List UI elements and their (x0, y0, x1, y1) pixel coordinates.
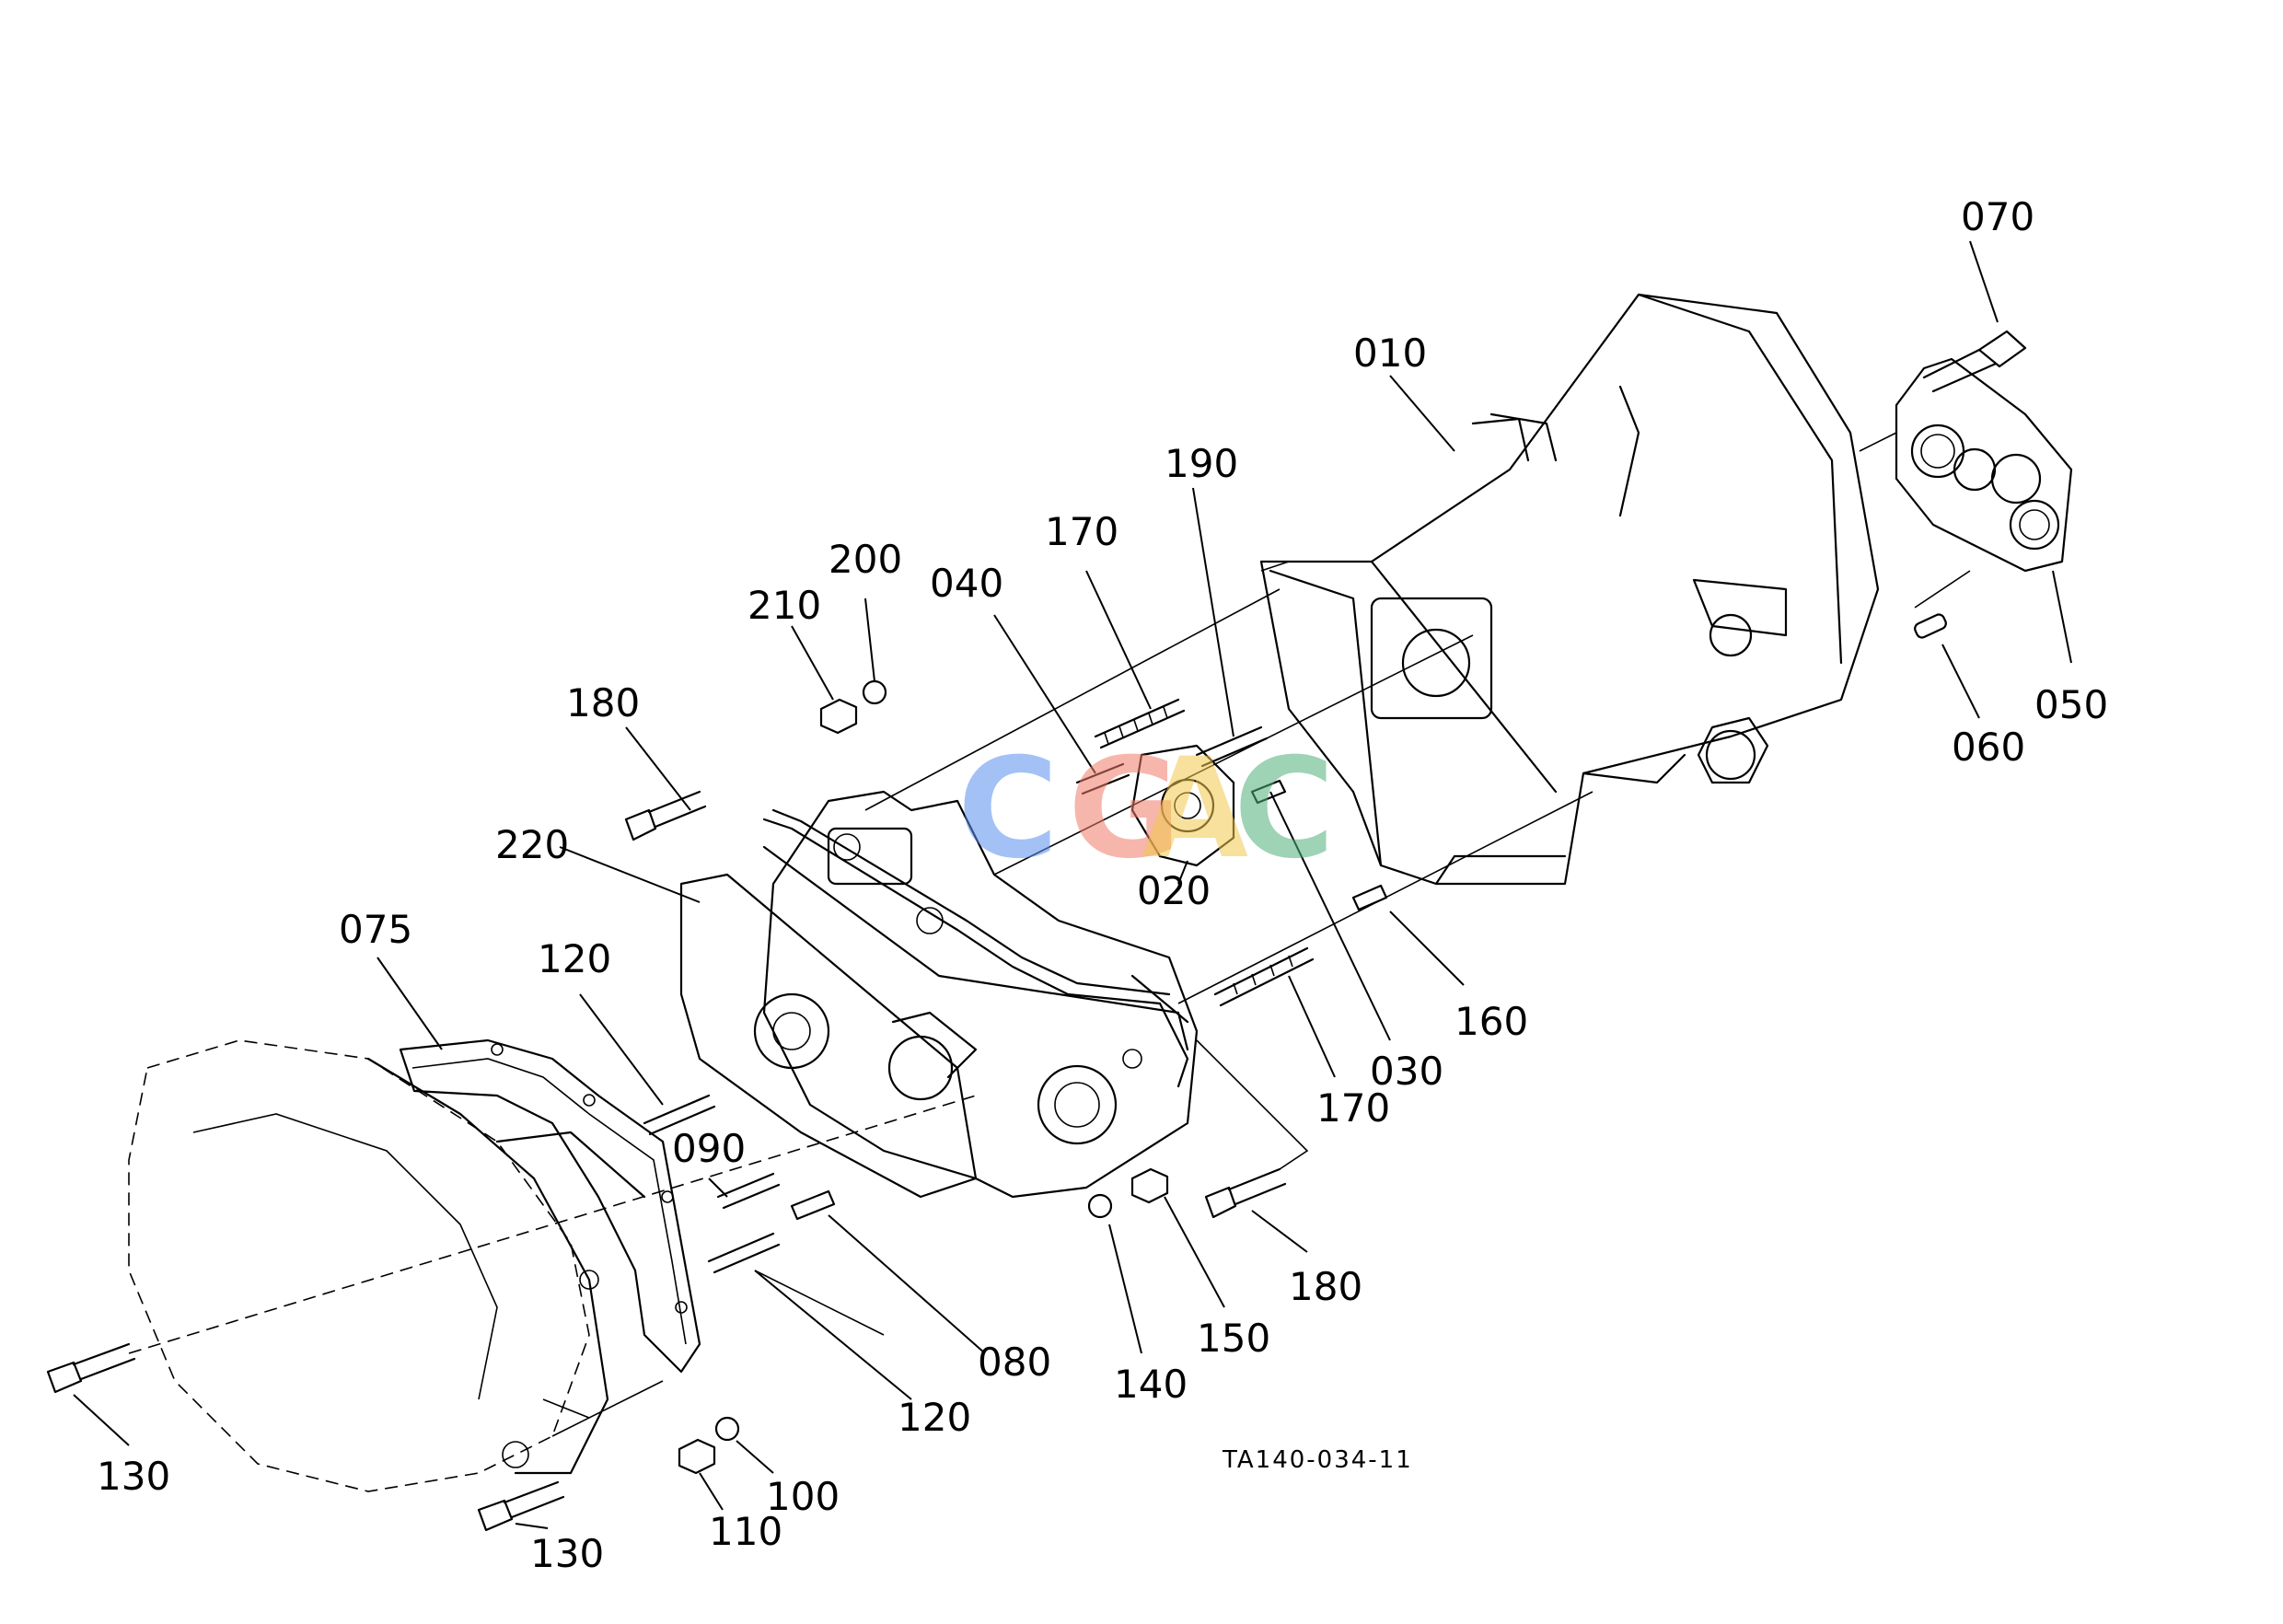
callout-200: 200 (829, 537, 902, 582)
callout-010: 010 (1353, 331, 1427, 376)
rear-cover-050 (1895, 357, 2073, 573)
middle-housing-220 (679, 790, 1199, 1199)
callout-075: 075 (339, 907, 412, 952)
stud-120-upper (643, 1094, 716, 1136)
callout-150: 150 (1197, 1316, 1270, 1361)
callout-100: 100 (766, 1474, 840, 1519)
stud-120-lower (707, 1232, 781, 1274)
oil-pipe (762, 808, 1189, 1088)
washer-100 (714, 1416, 740, 1442)
nut-210 (819, 698, 858, 735)
watermark: C G A C (957, 729, 1335, 889)
callout-140: 140 (1114, 1362, 1188, 1407)
pin-080 (790, 1189, 836, 1221)
bolt-180-upper (624, 790, 707, 841)
nut-110 (678, 1438, 716, 1475)
watermark-letter-2: G (1068, 729, 1181, 889)
pin-030 (1250, 779, 1287, 805)
callout-190: 190 (1165, 441, 1238, 486)
callout-130-left: 130 (97, 1454, 170, 1499)
reference-code: TA140-034-11 (1222, 1446, 1413, 1474)
callout-020: 020 (1137, 868, 1211, 913)
callout-110: 110 (709, 1509, 782, 1554)
callout-170-lower: 170 (1316, 1085, 1390, 1131)
callout-120-upper: 120 (538, 936, 611, 981)
nut-150 (1130, 1167, 1169, 1204)
gasket-075 (399, 1038, 701, 1374)
callout-120-lower: 120 (898, 1395, 971, 1440)
leader-lines (73, 240, 2072, 1529)
stud-170-lower (1213, 946, 1315, 1007)
front-housing (128, 1039, 646, 1492)
washer-140 (1087, 1193, 1113, 1219)
stud-090 (716, 1172, 781, 1210)
callout-130-bottom: 130 (530, 1531, 604, 1576)
bolt-180-lower (1204, 1167, 1287, 1219)
callout-180-lower: 180 (1289, 1264, 1362, 1309)
callout-090: 090 (672, 1126, 746, 1171)
bolt-070 (1922, 330, 2027, 393)
transmission-case-010 (1259, 293, 1880, 886)
callout-060: 060 (1952, 725, 2025, 770)
watermark-letter-1: C (957, 729, 1059, 889)
washer-200 (862, 679, 887, 705)
callout-180-upper: 180 (566, 680, 640, 725)
dowel-pin-060 (1914, 613, 1947, 639)
callout-labels: 070 010 190 170 200 040 210 180 220 020 … (97, 194, 2108, 1576)
bolt-130-bottom (477, 1480, 565, 1532)
stud-170-upper (1094, 698, 1186, 749)
callout-220: 220 (495, 822, 569, 867)
callout-170-upper: 170 (1045, 509, 1118, 554)
callout-080: 080 (978, 1340, 1051, 1385)
watermark-letter-3: A (1142, 729, 1248, 889)
bolt-130-left (46, 1342, 136, 1394)
callout-210: 210 (747, 583, 821, 628)
flange-020 (1130, 744, 1235, 867)
callout-070: 070 (1961, 194, 2034, 239)
callout-030: 030 (1370, 1049, 1443, 1094)
callout-050: 050 (2034, 682, 2108, 727)
callout-040: 040 (930, 561, 1003, 606)
assembly-lines (128, 432, 1971, 1437)
bolt-040 (1075, 762, 1130, 795)
watermark-letter-4: C (1234, 729, 1335, 889)
callout-160: 160 (1454, 999, 1528, 1044)
